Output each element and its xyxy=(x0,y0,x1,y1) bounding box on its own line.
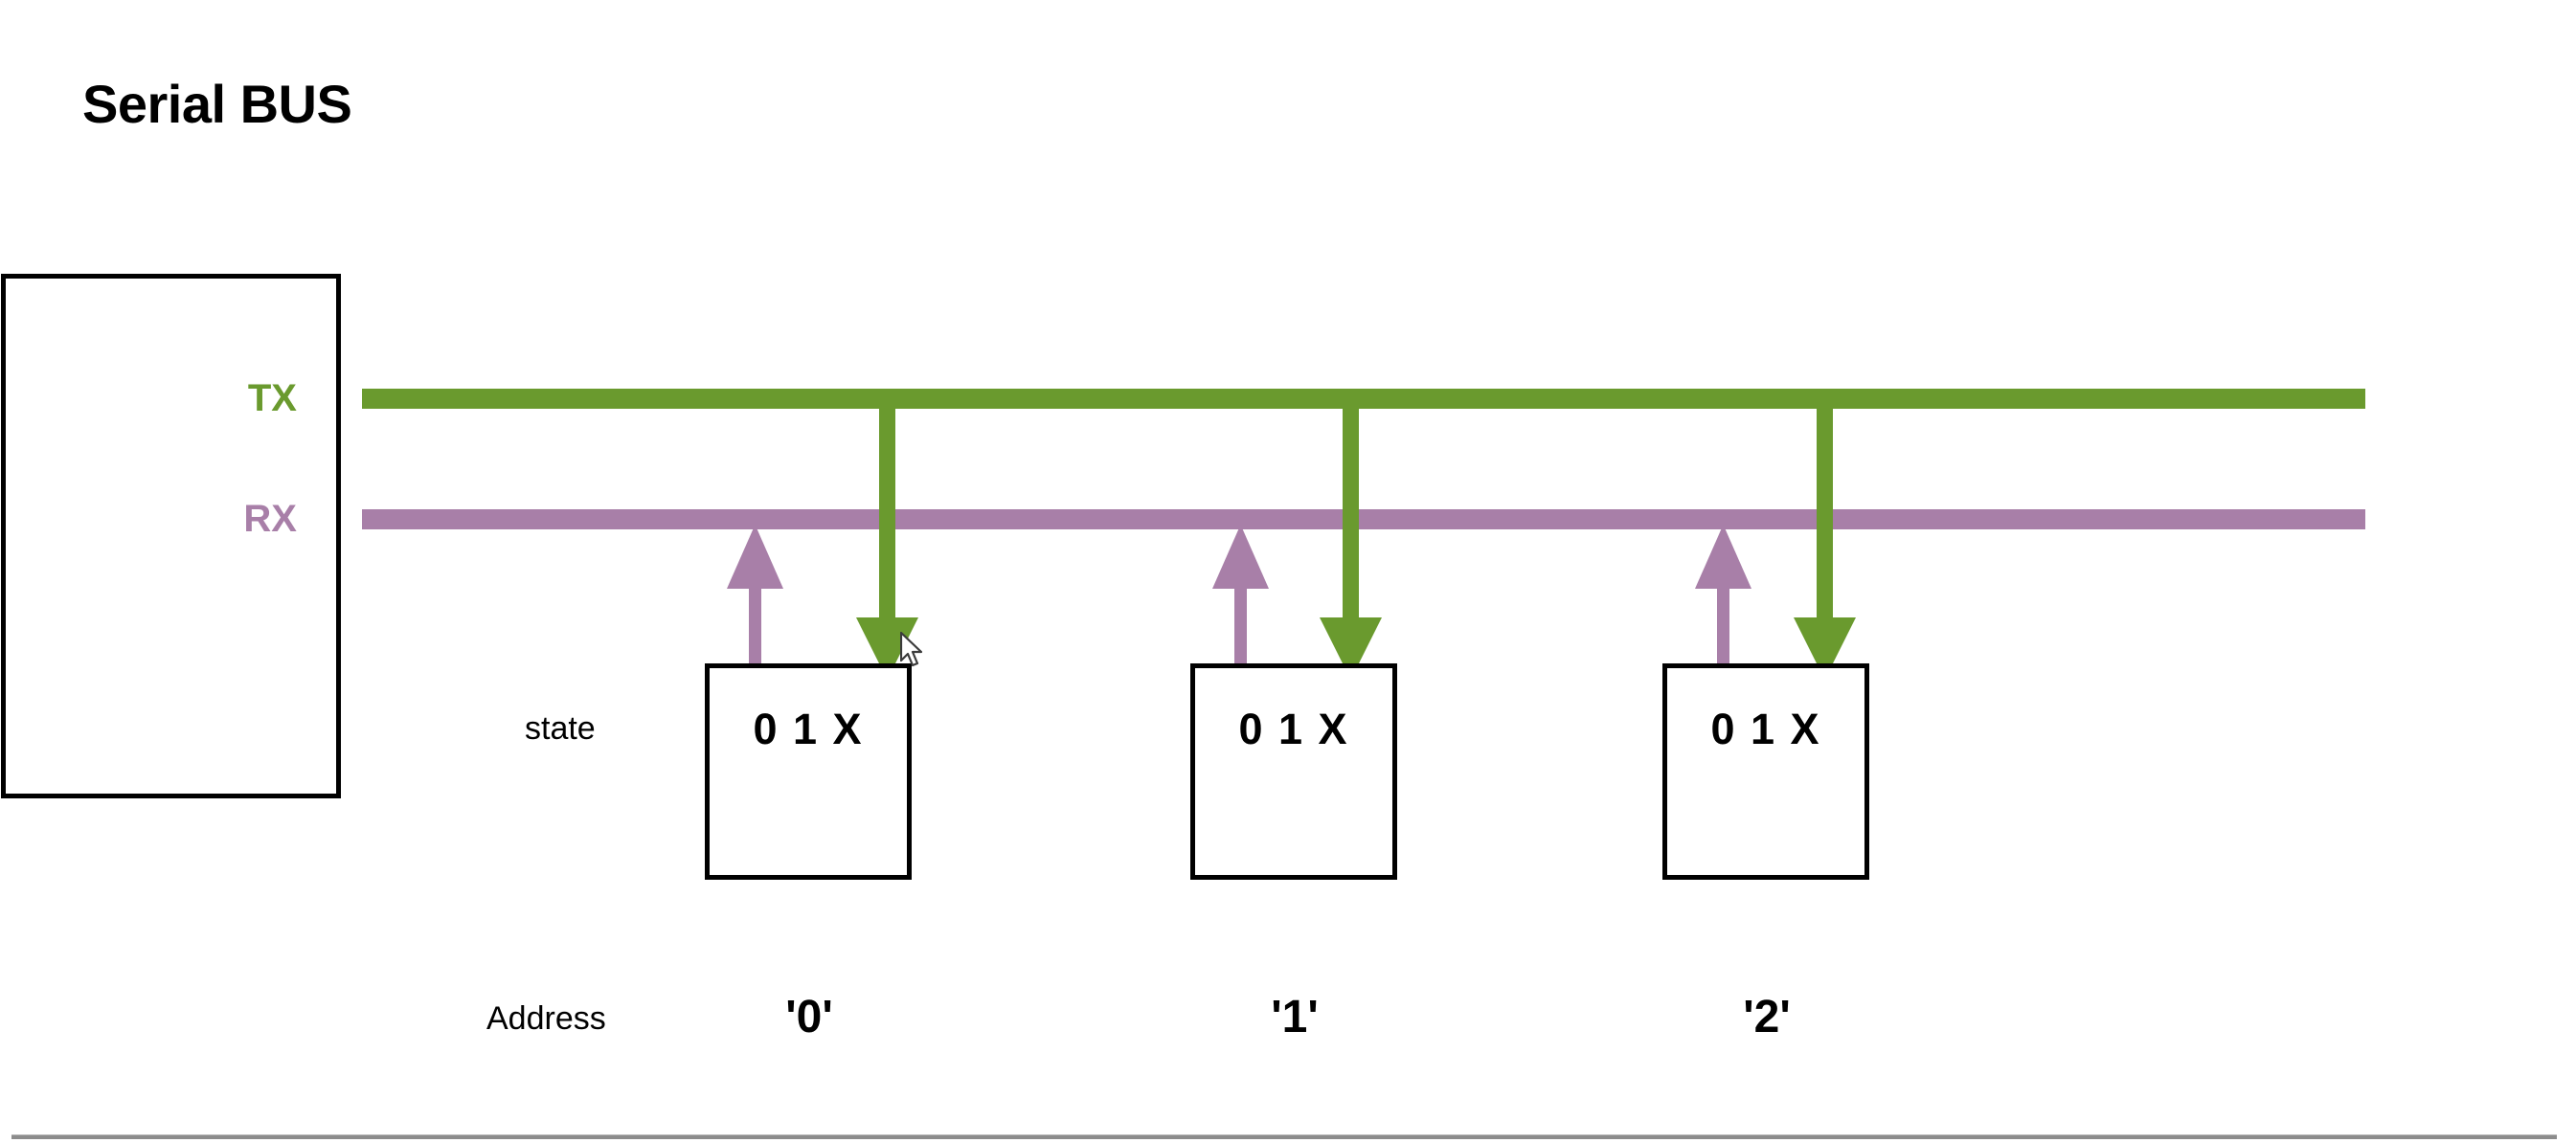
state-value: 0 1 X xyxy=(753,705,864,753)
node-arrows xyxy=(1212,397,1382,680)
bottom-divider xyxy=(11,1134,2557,1139)
node-arrows xyxy=(1695,397,1856,680)
state-box[interactable]: 0 1 X xyxy=(1190,663,1397,880)
state-box[interactable]: 0 1 X xyxy=(705,663,912,880)
state-value: 0 1 X xyxy=(1710,705,1821,753)
tx-arrow-down-icon xyxy=(1320,397,1382,680)
state-box[interactable]: 0 1 X xyxy=(1662,663,1869,880)
node-arrows xyxy=(727,397,918,680)
address-value: '1' xyxy=(1271,992,1319,1042)
rx-label: RX xyxy=(243,498,297,540)
address-value: '2' xyxy=(1743,992,1791,1042)
bus-node: 0 1 X '2' xyxy=(1628,0,1915,1143)
tx-arrow-down-icon xyxy=(1794,397,1856,680)
bus-node: 0 1 X '1' xyxy=(1156,0,1443,1143)
address-row-label: Address xyxy=(486,1000,606,1037)
address-value: '0' xyxy=(785,992,833,1042)
bus-node: 0 1 X '0' xyxy=(670,0,958,1143)
tx-bus-line xyxy=(362,389,2365,409)
rx-arrow-up-icon xyxy=(1212,525,1269,670)
page-title: Serial BUS xyxy=(82,74,352,134)
rx-arrow-up-icon xyxy=(1695,525,1751,670)
tx-label: TX xyxy=(247,377,297,419)
rx-bus-line xyxy=(362,509,2365,529)
controller-block xyxy=(1,274,341,798)
state-row-label: state xyxy=(525,710,596,747)
mouse-pointer-icon xyxy=(900,632,923,667)
state-value: 0 1 X xyxy=(1238,705,1349,753)
rx-arrow-up-icon xyxy=(727,525,783,670)
